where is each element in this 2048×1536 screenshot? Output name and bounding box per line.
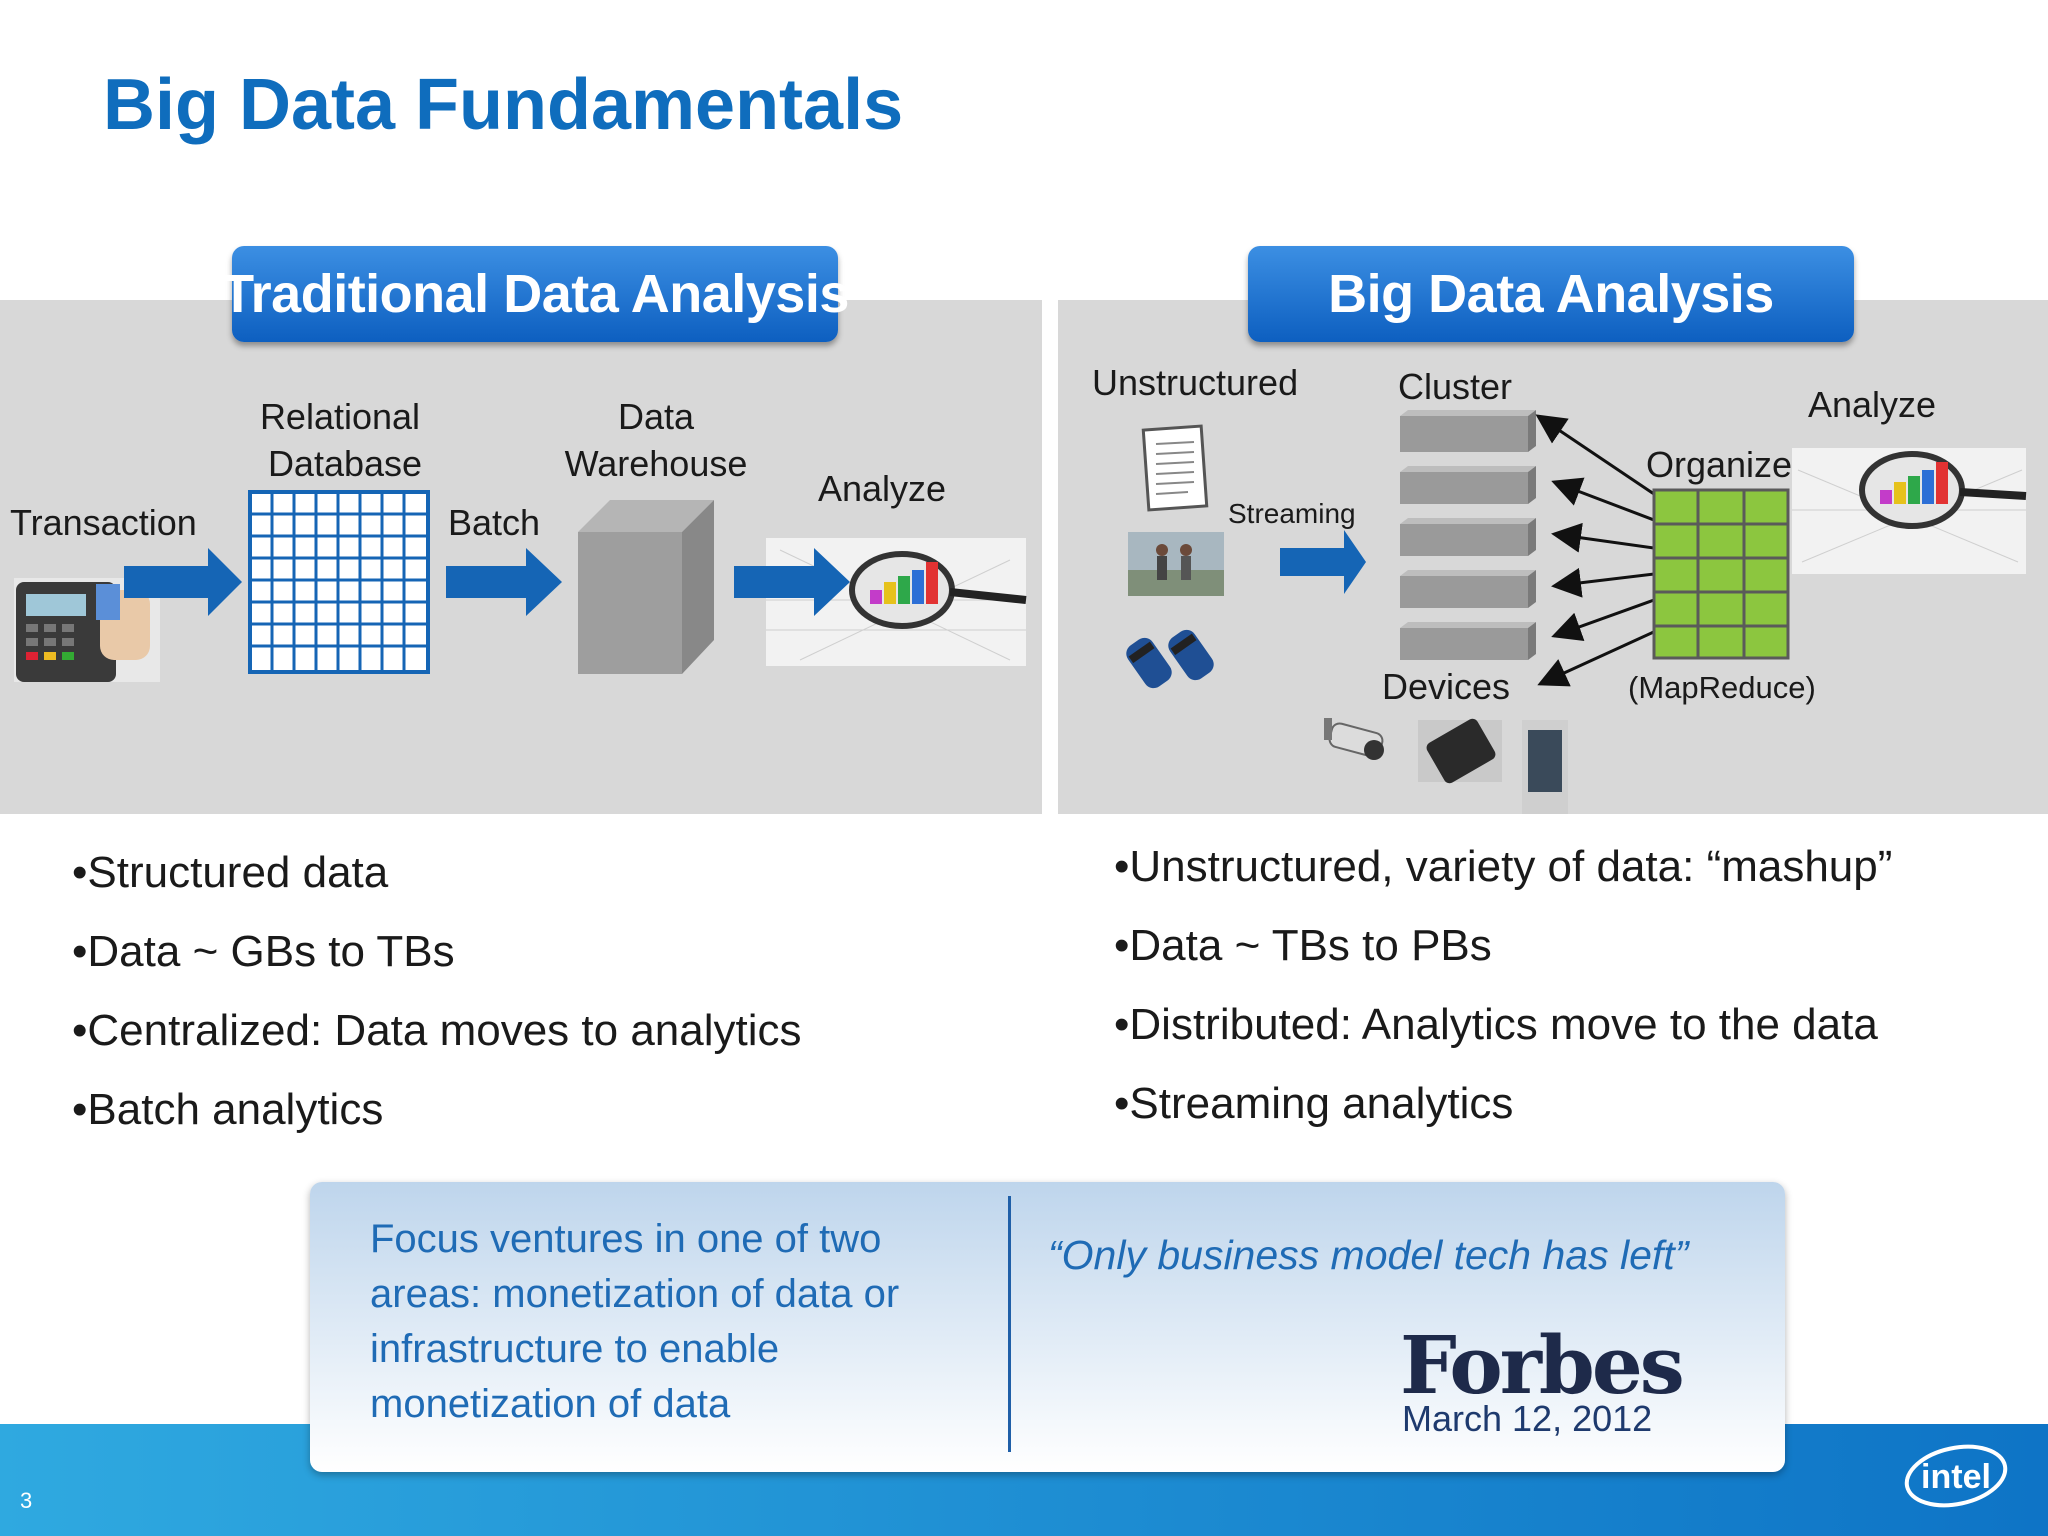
forbes-logo: Forbes [1400, 1318, 1685, 1412]
page-number: 3 [20, 1488, 33, 1513]
security-camera-icon [1324, 718, 1384, 760]
organize-label: Organize [1646, 444, 1793, 485]
quote-date: March 12, 2012 [1402, 1398, 1653, 1439]
relational-label-line1: Relational [259, 396, 421, 437]
bigdata-header: Big Data Analysis [1248, 246, 1854, 342]
bullet-text: Centralized: Data moves to analytics [87, 1006, 802, 1055]
data-warehouse-icon [578, 500, 714, 674]
cluster-label: Cluster [1398, 366, 1513, 407]
mapreduce-label: (MapReduce) [1628, 670, 1816, 705]
list-item: •Data ~ GBs to TBs [72, 927, 455, 976]
warehouse-label-line2: Warehouse [564, 443, 748, 484]
relational-database-icon [248, 490, 430, 674]
callout-box [310, 1182, 1785, 1472]
list-item: •Centralized: Data moves to analytics [72, 1006, 802, 1055]
warehouse-label-line1: Data [617, 396, 695, 437]
list-item: •Distributed: Analytics move to the data [1114, 1000, 1878, 1049]
mapreduce-grid-icon [1652, 488, 1790, 660]
svg-text:intel: intel [1921, 1458, 1991, 1496]
list-item: •Structured data [72, 848, 389, 897]
forbes-quote: “Only business model tech has left” [1048, 1232, 1689, 1278]
callout-divider [1008, 1196, 1011, 1452]
intel-logo-icon: intel [1904, 1444, 2008, 1508]
bullet-text: Data ~ TBs to PBs [1129, 921, 1492, 970]
server-cluster-icon [1400, 410, 1536, 660]
arrow-right-icon [124, 548, 242, 616]
arrow-right-icon [1280, 530, 1366, 594]
mapreduce-arrows [1535, 414, 1659, 687]
bullet-text: Unstructured, variety of data: “mashup” [1129, 842, 1893, 891]
bullet-text: Distributed: Analytics move to the data [1129, 1000, 1878, 1049]
streaming-label: Streaming [1228, 498, 1356, 529]
devices-label: Devices [1382, 666, 1511, 707]
list-item: •Data ~ TBs to PBs [1114, 921, 1492, 970]
arrow-right-icon [446, 548, 562, 616]
document-icon [1141, 424, 1209, 512]
unstructured-label: Unstructured [1092, 362, 1299, 403]
list-item: •Unstructured, variety of data: “mashup” [1114, 842, 1893, 891]
bullet-text: Batch analytics [87, 1085, 384, 1134]
traditional-header: Traditional Data Analysis [221, 246, 849, 342]
page-title: Big Data Fundamentals [103, 65, 904, 145]
phone-device-icon [1522, 720, 1568, 814]
analyze-label-bigdata: Analyze [1808, 384, 1937, 425]
traditional-diagram [14, 490, 1027, 682]
bullet-text: Structured data [87, 848, 389, 897]
bigdata-bullets: •Unstructured, variety of data: “mashup”… [1114, 842, 1892, 1158]
smartphone-icon [1418, 718, 1502, 784]
batch-label: Batch [448, 502, 541, 543]
photo-icon [1128, 532, 1224, 596]
callout-text: Focus ventures in one of two areas: mone… [370, 1217, 900, 1426]
relational-label-line2: Database [267, 443, 423, 484]
transaction-label: Transaction [10, 502, 197, 543]
list-item: •Streaming analytics [1114, 1079, 1514, 1128]
bigdata-diagram [1126, 410, 2027, 814]
analyze-chart-icon [1792, 448, 2027, 574]
analyze-label-traditional: Analyze [818, 468, 947, 509]
arrow-right-icon [734, 548, 850, 616]
bullet-text: Streaming analytics [1129, 1079, 1514, 1128]
sensor-icon [1126, 629, 1214, 689]
bullet-text: Data ~ GBs to TBs [87, 927, 455, 976]
traditional-bullets: •Structured data •Data ~ GBs to TBs •Cen… [72, 848, 802, 1164]
list-item: •Batch analytics [72, 1085, 384, 1134]
analyze-chart-icon [766, 538, 1027, 666]
